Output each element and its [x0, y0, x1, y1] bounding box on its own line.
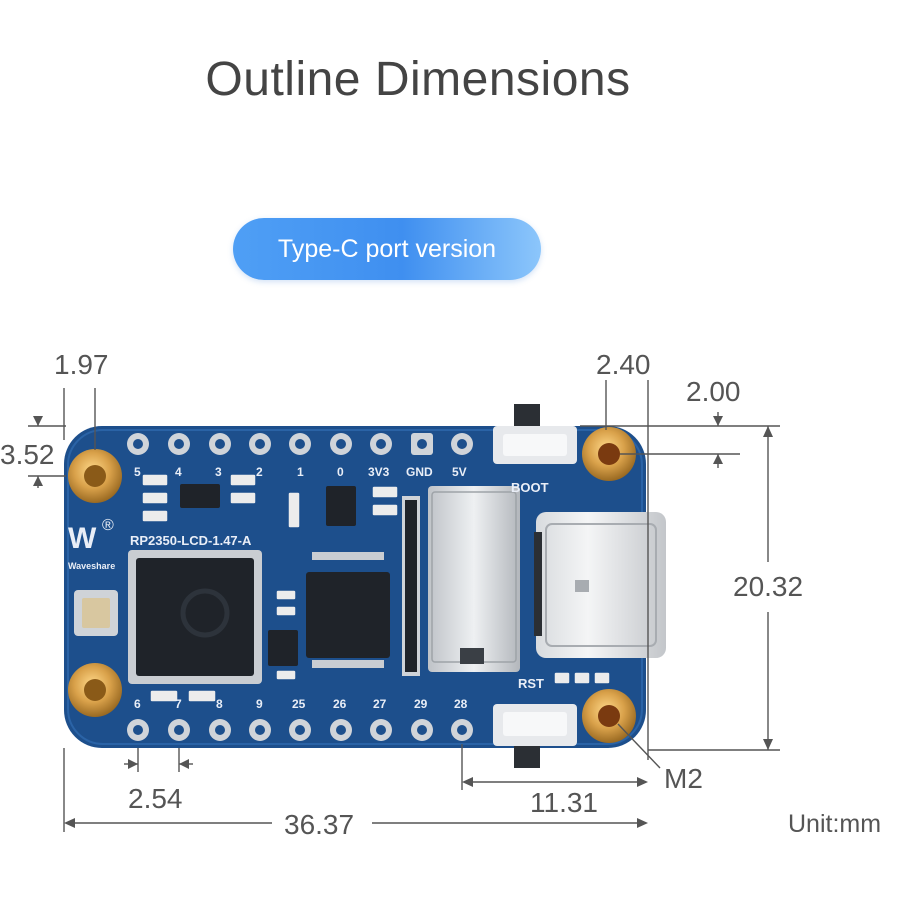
passive-components [141, 473, 399, 703]
pin-label: 28 [454, 697, 468, 711]
flash-chip [306, 552, 390, 668]
dim-hole-size: M2 [664, 763, 703, 794]
pin-label: 3 [215, 465, 222, 479]
transistor [180, 484, 220, 508]
pin-label: 1 [297, 465, 304, 479]
dim-board-length: 36.37 [284, 809, 354, 840]
pin-label: 3V3 [368, 465, 390, 479]
boot-button-component [493, 404, 577, 464]
pin-label: 26 [333, 697, 347, 711]
pin-label: 2 [256, 465, 263, 479]
dim-hole-to-edge-top: 2.00 [686, 376, 741, 407]
small-ic [268, 630, 298, 666]
pin-label: 0 [337, 465, 344, 479]
sd-card-slot [428, 486, 520, 672]
fpc-connector [402, 496, 420, 676]
pin-label: 5V [452, 465, 467, 479]
crystal [74, 590, 118, 636]
version-badge: Type-C port version [233, 218, 541, 280]
dim-pin-pitch: 2.54 [128, 783, 183, 814]
pin-label: 29 [414, 697, 428, 711]
dimension-arrows [33, 416, 773, 828]
bottom-header-pads [127, 719, 473, 741]
dim-hole-to-last-pin: 11.31 [530, 787, 598, 818]
top-pin-labels: 5 4 3 2 1 0 3V3 GND 5V [134, 465, 467, 479]
led-row [553, 671, 611, 685]
top-header-pads [127, 433, 473, 455]
pin-label: 8 [216, 697, 223, 711]
pin-label: 4 [175, 465, 182, 479]
pin-label: 9 [256, 697, 263, 711]
pin-label: 6 [134, 697, 141, 711]
brand-label: Waveshare [68, 561, 115, 571]
regulator-ic [326, 486, 356, 526]
board-model-label: RP2350-LCD-1.47-A [130, 533, 252, 548]
svg-text:W: W [68, 522, 97, 555]
pin-label: 27 [373, 697, 387, 711]
unit-label: Unit:mm [788, 810, 881, 838]
mcu-chip [128, 550, 262, 684]
usb-c-port [534, 512, 666, 658]
dim-board-height: 20.32 [733, 571, 803, 602]
dim-hole-to-edge-right: 2.40 [596, 349, 651, 380]
dim-hole-offset-x: 1.97 [54, 349, 109, 380]
boot-label: BOOT [511, 480, 549, 495]
waveshare-logo: W ® [68, 517, 114, 555]
dim-hole-offset-y: 3.52 [0, 439, 55, 470]
pin-label: 25 [292, 697, 306, 711]
pin-label: 7 [175, 697, 182, 711]
svg-text:®: ® [102, 517, 114, 534]
page-title: Outline Dimensions [205, 53, 631, 106]
bottom-pin-labels: 6 7 8 9 25 26 27 29 28 [134, 697, 468, 711]
rst-label: RST [518, 676, 544, 691]
pin-label: GND [406, 465, 433, 479]
pin-label: 5 [134, 465, 141, 479]
rst-button-component [493, 704, 577, 768]
